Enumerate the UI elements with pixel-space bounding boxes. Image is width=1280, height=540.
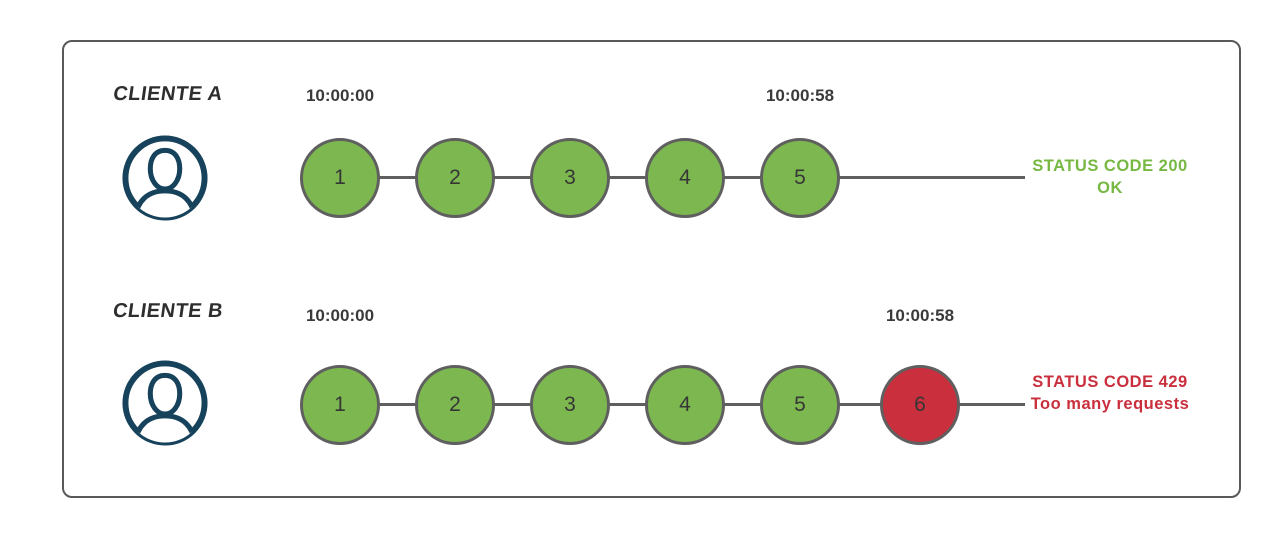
client-b-label: CLIENTE B [111,300,225,322]
client-a-label: CLIENTE A [111,83,225,105]
timestamp-b-end: 10:00:58 [885,306,955,325]
user-avatar-icon [119,132,211,224]
diagram-frame [62,40,1241,498]
timestamp-b-start: 10:00:00 [305,306,375,325]
request-node-b6-blocked: 6 [880,365,960,445]
timestamp-a-start: 10:00:00 [305,86,375,105]
request-node-a3: 3 [530,138,610,218]
request-node-b1: 1 [300,365,380,445]
request-node-b2: 2 [415,365,495,445]
request-node-a1: 1 [300,138,380,218]
status-code-429-line1: STATUS CODE 429 [1032,373,1188,391]
status-code-200-label: STATUS CODE 200 OK [1020,155,1200,200]
timestamp-a-end: 10:00:58 [765,86,835,105]
status-code-429-line2: Too many requests [1030,395,1190,414]
status-code-200-line2: OK [1097,179,1123,198]
request-node-b4: 4 [645,365,725,445]
request-node-b5: 5 [760,365,840,445]
request-node-a4: 4 [645,138,725,218]
request-node-a2: 2 [415,138,495,218]
user-avatar-icon [119,357,211,449]
status-code-429-label: STATUS CODE 429 Too many requests [1020,371,1200,416]
request-node-b3: 3 [530,365,610,445]
status-code-200-line1: STATUS CODE 200 [1032,157,1188,175]
request-node-a5: 5 [760,138,840,218]
